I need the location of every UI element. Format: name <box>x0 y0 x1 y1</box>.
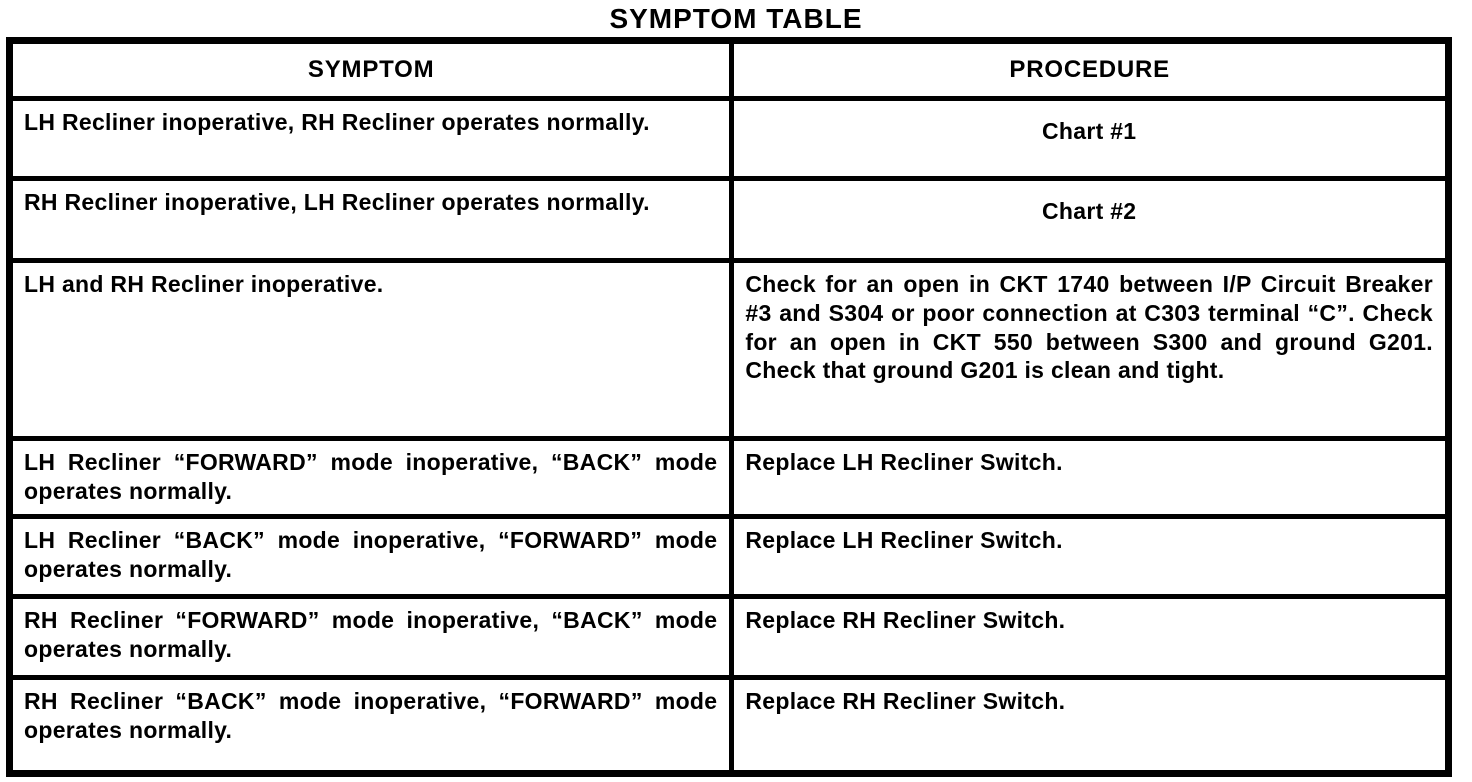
table-row: RH Recliner “FORWARD” mode inoperative, … <box>6 594 1451 680</box>
procedure-cell: Chart #2 <box>729 176 1451 263</box>
table-row: RH Recliner inoperative, LH Recliner ope… <box>6 176 1451 263</box>
symptom-cell: LH and RH Recliner inoperative. <box>6 258 735 441</box>
symptom-table: SYMPTOM PROCEDURE LH Recliner inoperativ… <box>6 37 1452 777</box>
symptom-cell: LH Recliner inoperative, RH Recliner ope… <box>6 96 735 181</box>
symptom-cell: RH Recliner inoperative, LH Recliner ope… <box>6 176 735 263</box>
table-row: LH Recliner inoperative, RH Recliner ope… <box>6 96 1451 181</box>
procedure-cell: Replace LH Recliner Switch. <box>729 436 1451 519</box>
table-row: RH Recliner “BACK” mode inoperative, “FO… <box>6 675 1451 776</box>
procedure-cell: Replace RH Recliner Switch. <box>729 594 1451 680</box>
procedure-cell: Replace LH Recliner Switch. <box>729 514 1451 599</box>
procedure-cell: Check for an open in CKT 1740 between I/… <box>729 258 1451 441</box>
symptom-cell: LH Recliner “BACK” mode inoperative, “FO… <box>6 514 735 599</box>
procedure-cell: Chart #1 <box>729 96 1451 181</box>
procedure-cell: Replace RH Recliner Switch. <box>729 675 1451 776</box>
table-row: LH and RH Recliner inoperative. Check fo… <box>6 258 1451 441</box>
symptom-cell: RH Recliner “FORWARD” mode inoperative, … <box>6 594 735 680</box>
table-row: LH Recliner “BACK” mode inoperative, “FO… <box>6 514 1451 599</box>
symptom-column-header: SYMPTOM <box>6 38 735 101</box>
symptom-cell: LH Recliner “FORWARD” mode inoperative, … <box>6 436 735 519</box>
procedure-column-header: PROCEDURE <box>729 38 1451 101</box>
symptom-cell: RH Recliner “BACK” mode inoperative, “FO… <box>6 675 735 776</box>
table-row: LH Recliner “FORWARD” mode inoperative, … <box>6 436 1451 519</box>
page-title: SYMPTOM TABLE <box>609 3 863 34</box>
table-header-row: SYMPTOM PROCEDURE <box>6 38 1451 101</box>
